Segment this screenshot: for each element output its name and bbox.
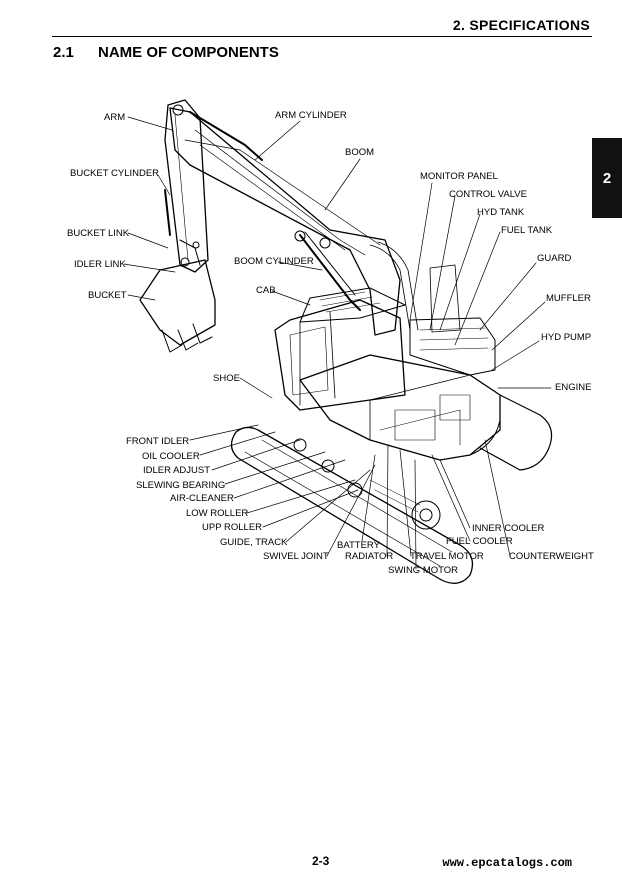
cab-outline (274, 287, 406, 411)
label-hyd-tank: HYD TANK (477, 207, 525, 218)
label-arm-cylinder: ARM CYLINDER (275, 110, 347, 121)
boom-outline (169, 107, 401, 336)
label-cab: CAB (256, 285, 276, 296)
label-control-valve: CONTROL VALVE (449, 189, 527, 200)
label-boom: BOOM (345, 147, 375, 158)
label-oil-cooler: OIL COOLER (142, 451, 200, 462)
section-number: 2.1 (53, 44, 74, 61)
leader-lines (123, 116, 552, 570)
label-arm: ARM (104, 112, 126, 123)
label-air-cleaner: AIR-CLEANER (170, 493, 234, 504)
label-slewing-bearing: SLEWING BEARING (136, 480, 226, 491)
label-boom-cylinder: BOOM CYLINDER (234, 256, 314, 267)
label-counterweight: COUNTERWEIGHT (509, 551, 594, 562)
page-number: 2-3 (312, 854, 330, 868)
label-idler-adjust: IDLER ADJUST (143, 465, 211, 476)
label-upp-roller: UPP ROLLER (202, 522, 263, 533)
chapter-title: 2. SPECIFICATIONS (452, 17, 590, 33)
label-guard: GUARD (537, 253, 572, 264)
label-battery: BATTERY (337, 540, 380, 551)
arm-outline (164, 99, 263, 273)
label-hyd-pump: HYD PUMP (541, 332, 592, 343)
label-low-roller: LOW ROLLER (186, 508, 249, 519)
header-rule (52, 36, 592, 37)
track-assembly (230, 394, 553, 584)
label-guide-track: GUIDE, TRACK (220, 537, 288, 548)
label-muffler: MUFFLER (546, 293, 591, 304)
label-engine: ENGINE (555, 382, 592, 393)
chapter-tab: 2 (592, 138, 622, 218)
label-inner-cooler: INNER COOLER (472, 523, 545, 534)
label-radiator: RADIATOR (345, 551, 394, 562)
label-bucket: BUCKET (88, 290, 127, 301)
label-travel-motor: TRAVEL MOTOR (410, 551, 484, 562)
section-title: NAME OF COMPONENTS (98, 44, 279, 61)
label-bucket-link: BUCKET LINK (67, 228, 130, 239)
label-bucket-cylinder: BUCKET CYLINDER (70, 168, 160, 179)
label-shoe: SHOE (213, 373, 240, 384)
label-swivel-joint: SWIVEL JOINT (263, 551, 329, 562)
label-monitor-panel: MONITOR PANEL (420, 171, 498, 182)
bucket-outline (139, 239, 216, 353)
label-swing-motor: SWING MOTOR (388, 565, 459, 576)
label-idler-link: IDLER LINK (74, 259, 126, 270)
label-front-idler: FRONT IDLER (126, 436, 190, 447)
label-fuel-cooler: FUEL COOLER (446, 536, 513, 547)
label-fuel-tank: FUEL TANK (501, 225, 553, 236)
website-watermark[interactable]: www.epcatalogs.com (442, 856, 572, 870)
